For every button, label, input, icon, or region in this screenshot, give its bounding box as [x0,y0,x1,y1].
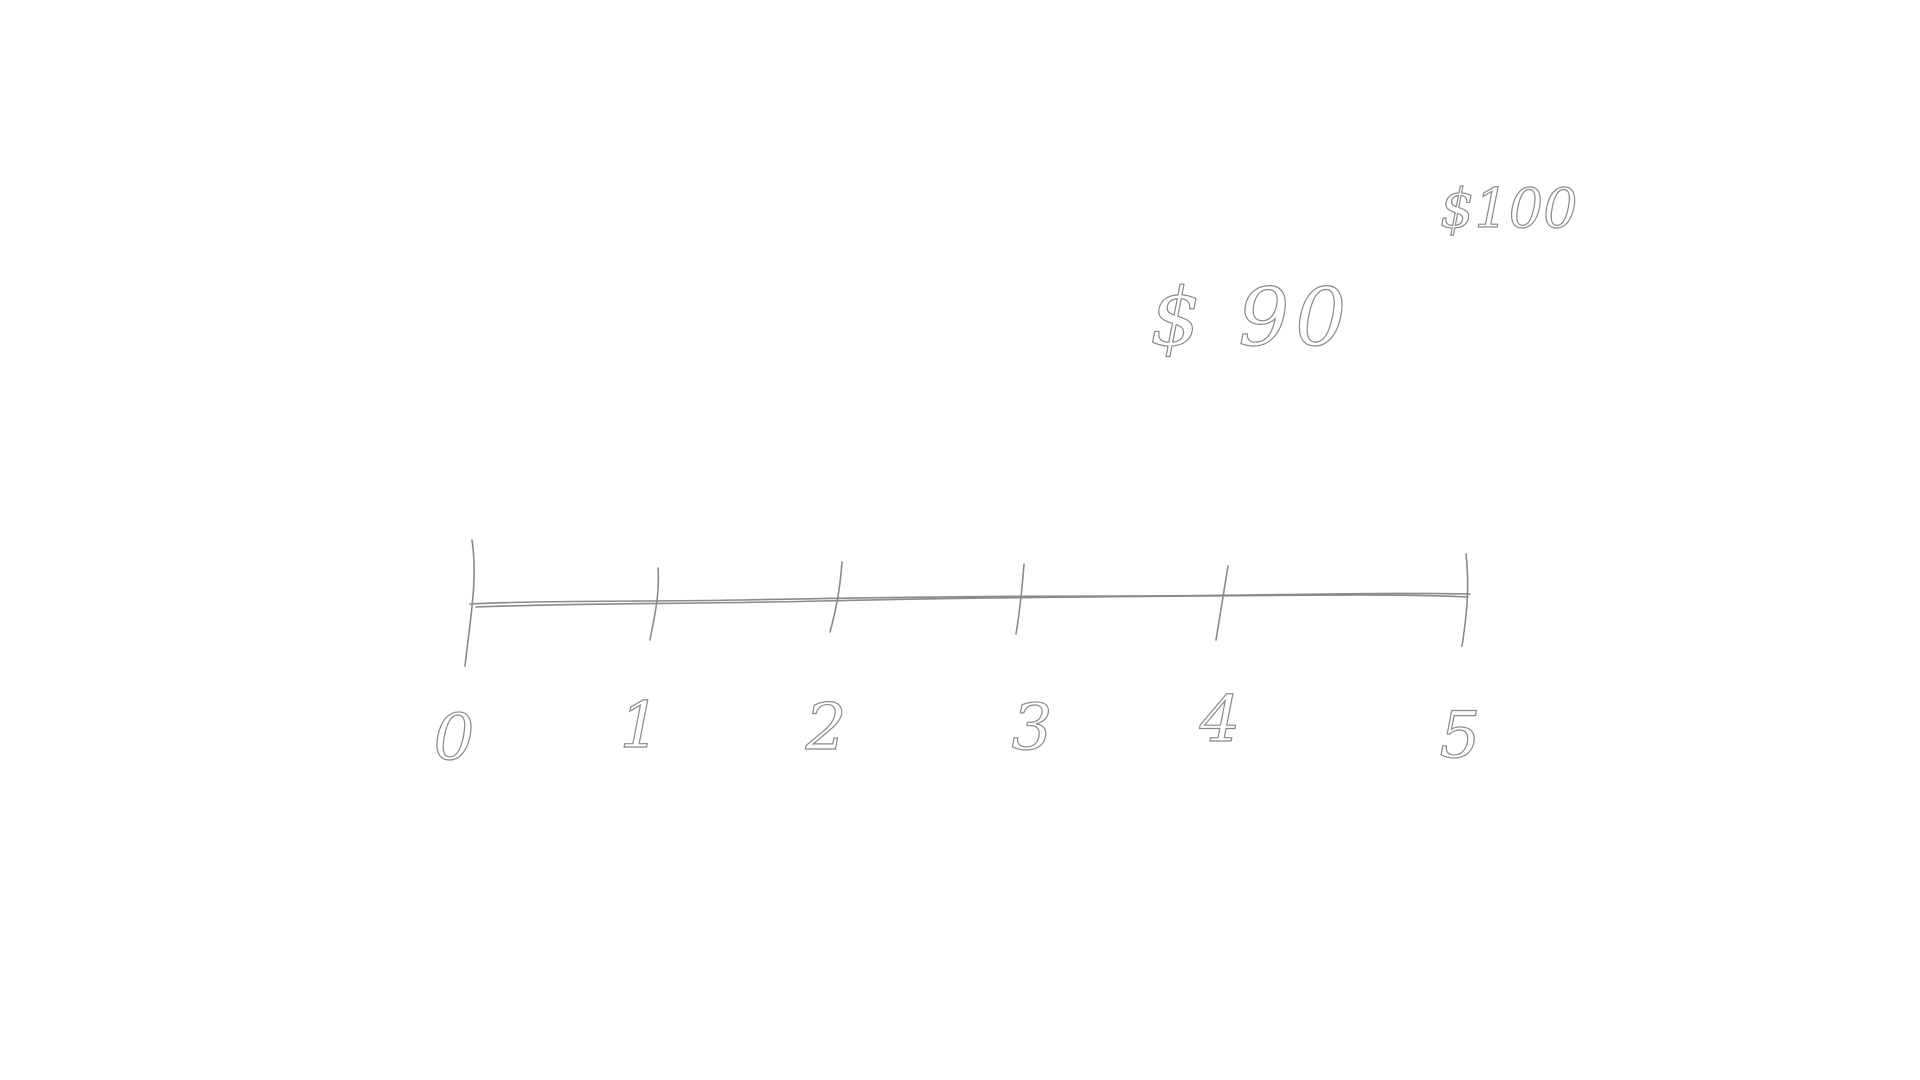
tick-4 [1215,565,1229,641]
tick-label-3: 3 [1011,691,1053,765]
price-annotation-90: $ 90 [1149,271,1353,364]
number-line-axis [469,592,1471,605]
tick-0 [464,539,475,667]
number-line-axis-overstroke [475,594,1469,608]
tick-label-4: 4 [1199,683,1241,757]
price-annotation-100: $100 [1439,177,1578,240]
tick-1 [649,567,660,641]
tick-marks [464,539,1469,667]
tick-label-5: 5 [1439,699,1481,773]
tick-label-0: 0 [433,701,475,775]
tick-2 [829,561,843,633]
tick-3 [1015,563,1025,635]
tick-5 [1461,553,1469,647]
tick-label-1: 1 [619,689,661,763]
tick-label-2: 2 [805,691,847,765]
